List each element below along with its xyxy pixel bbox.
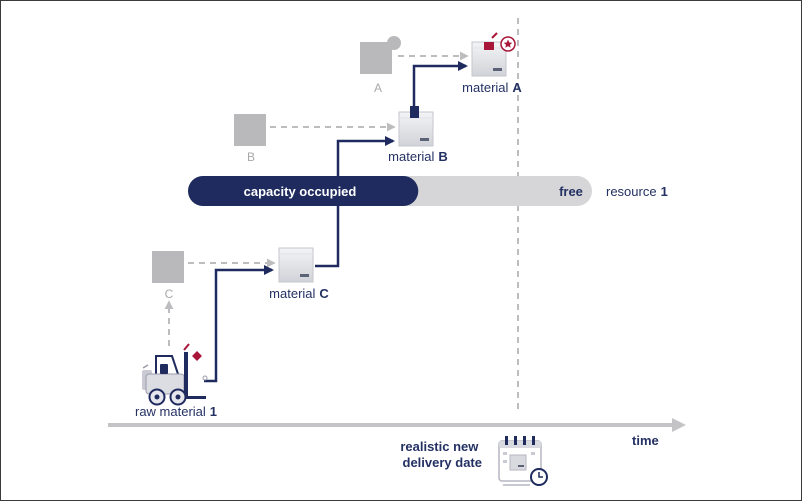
material-b: material B [388,106,448,164]
material-label-id: A [512,80,522,95]
raw-material-label-text: raw material [135,404,206,419]
placeholder-label: A [374,81,382,95]
star-badge-icon [500,36,516,52]
placeholder-a: A [360,36,401,95]
capacity-free-label: free [559,184,583,199]
resource-label-text: resource [606,184,657,199]
capacity-bar: capacity occupied free [188,176,592,206]
resource-label: resource 1 [606,184,668,199]
box-label-strip [493,68,502,71]
material-label: material A [462,80,522,95]
raw-material-label: raw material 1 [135,404,217,419]
capacity-bar-occupied [188,176,419,206]
material-label: material C [269,286,329,301]
material-label-prefix: material [462,80,508,95]
material-c: material C [269,247,329,301]
material-label-prefix: material [388,149,434,164]
box-label-strip [300,274,309,277]
placeholder-square [234,114,266,146]
forklift-icon [142,343,208,406]
flow-raw-to-material-c [204,265,274,383]
placeholder-label: C [165,287,174,301]
placeholder-square [360,42,392,74]
resource-number: 1 [661,184,668,199]
delivery-line-2: delivery date [403,455,483,470]
delivery-line-1: realistic new [400,439,479,454]
placeholder-dot [387,36,401,50]
placeholder-c: C [152,251,184,301]
raw-material-number: 1 [210,404,217,419]
priority-tick [491,32,498,39]
box-tab [410,106,419,118]
time-axis-label: time [632,433,659,448]
material-label-prefix: material [269,286,315,301]
material-label: material B [388,149,448,164]
placeholder-label: B [247,150,255,164]
box-label-strip [420,138,429,141]
capacity-occupied-label: capacity occupied [244,184,357,199]
placeholder-b: B [234,114,266,164]
priority-tag [484,42,494,50]
material-label-id: B [438,149,447,164]
placeholder-square [152,251,184,283]
flow-b-to-material-a [412,61,468,107]
delivery-date-label: realistic new delivery date [400,439,482,470]
calendar-clock-icon [498,436,548,486]
material-label-id: C [319,286,329,301]
time-axis-arrowhead [672,418,686,432]
material-a: material A [462,32,522,95]
